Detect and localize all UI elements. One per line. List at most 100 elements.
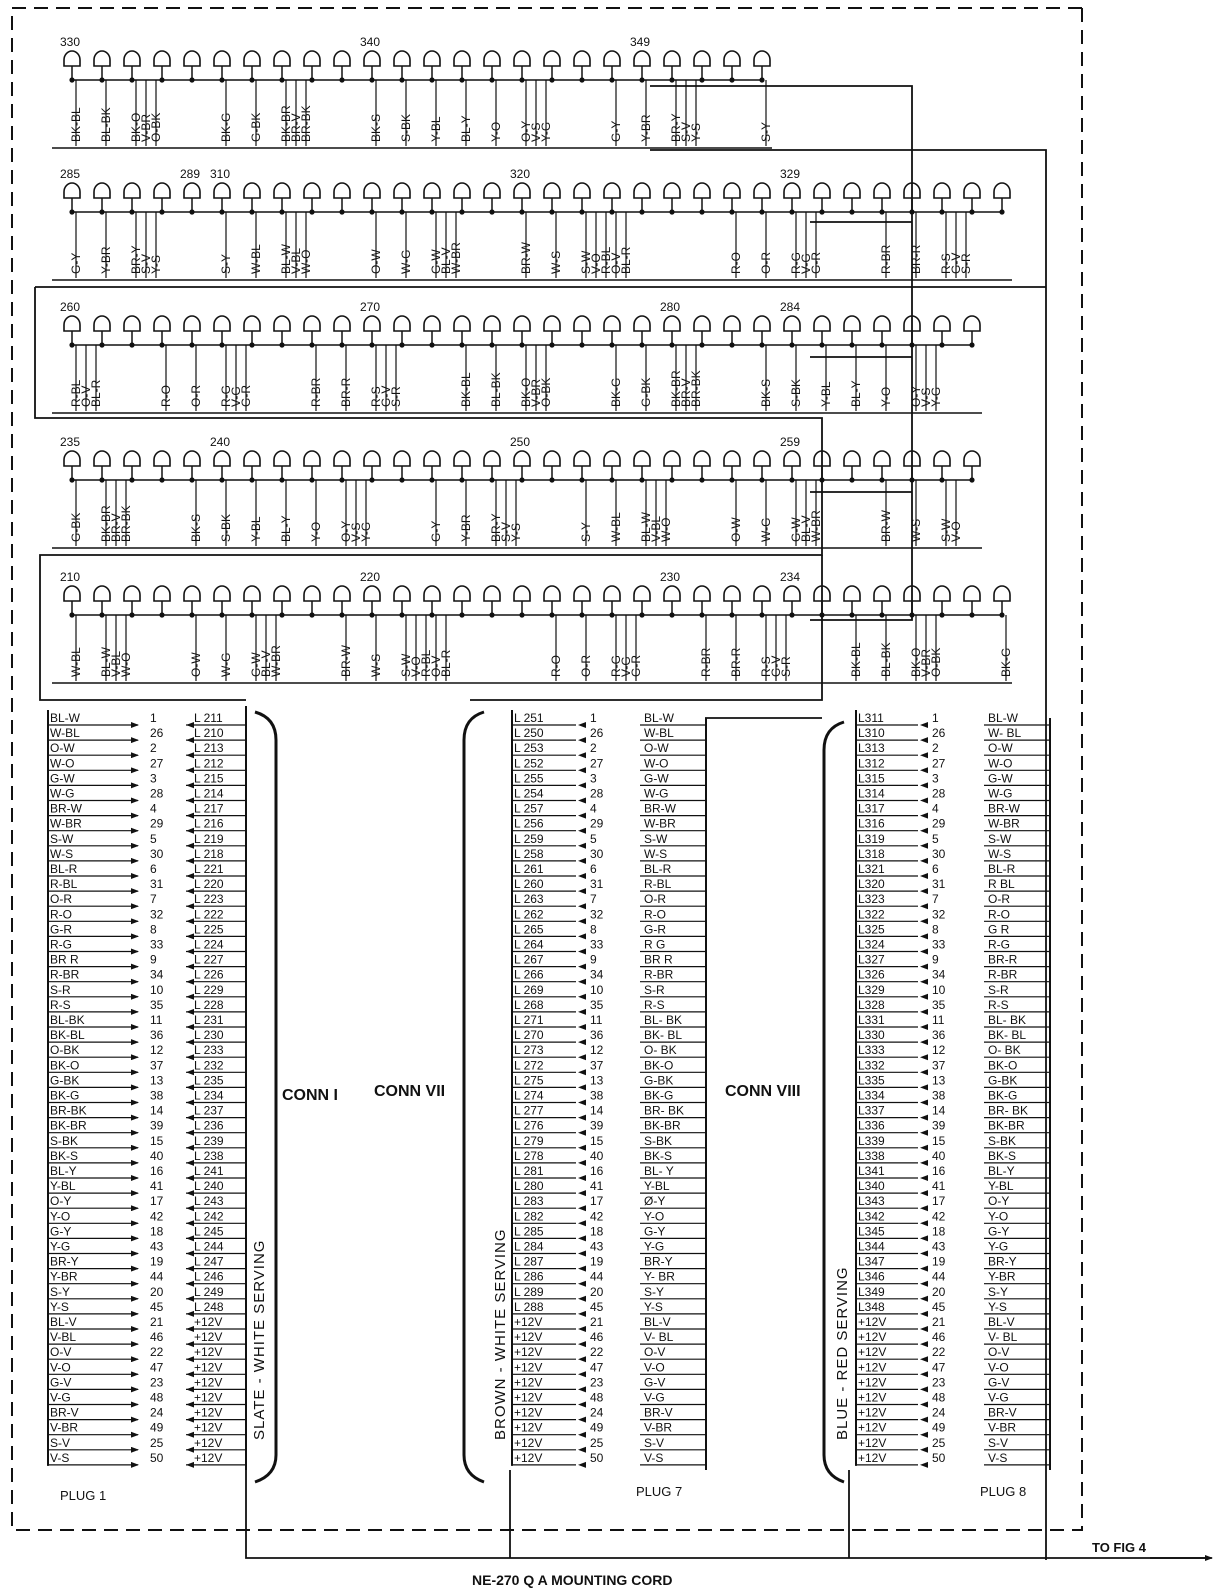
plug7-lead: L 273 — [514, 1043, 544, 1057]
terminal-lug — [843, 315, 861, 332]
pin-arrow — [186, 1356, 194, 1363]
terminal-lug — [153, 182, 171, 199]
plug1-lead: L 237 — [194, 1104, 224, 1118]
plug7-wire: S-BK — [644, 1134, 672, 1148]
plug7-wire: V-O — [644, 1360, 665, 1374]
plug8-lead: L323 — [858, 892, 885, 906]
plug7-pin: 4 — [590, 802, 597, 816]
pin-arrow — [920, 1024, 928, 1030]
plug1-lead: L 211 — [194, 711, 223, 725]
terminal-lug — [213, 450, 231, 467]
pin-arrow — [186, 1371, 194, 1378]
pin-arrow — [920, 1190, 928, 1197]
terminal-lug — [303, 182, 321, 199]
plug8-pin: 36 — [932, 1028, 946, 1042]
plug7-wire: W-BR — [644, 817, 676, 831]
plug8-wire: G R — [988, 922, 1010, 936]
terminal-lug — [663, 182, 681, 199]
wire-color-label: O-V — [429, 656, 443, 677]
plug7-pin: 30 — [590, 847, 604, 861]
pin-arrow — [578, 1446, 586, 1453]
plug1-pin: 1 — [150, 711, 157, 725]
plug1-lead: L 213 — [194, 741, 224, 755]
plug7-wire: W-G — [644, 787, 668, 801]
pin-arrow — [578, 1386, 586, 1393]
wire-color-label: BR-BK — [299, 105, 313, 142]
terminal-lug — [243, 182, 261, 199]
plug8-pin: 32 — [932, 907, 946, 921]
plug7-lead: L 284 — [514, 1240, 544, 1254]
wire-color-label: Y-S — [149, 255, 163, 274]
plug8-lead: L326 — [858, 968, 885, 982]
plug7-wire: W-BL — [644, 726, 674, 740]
plug8-lead: L327 — [858, 953, 885, 967]
terminal-lug — [273, 315, 291, 332]
wire-color-label: V-BR — [139, 114, 153, 142]
plug8-wire: O- BK — [988, 1043, 1021, 1057]
plug1-pin: 39 — [150, 1119, 164, 1133]
wire-color-label: BR-BK — [689, 370, 703, 407]
terminal-lug — [243, 50, 261, 67]
pin-arrow — [186, 1416, 194, 1423]
plug8-lead: L337 — [858, 1104, 885, 1118]
pin-arrow — [578, 1144, 586, 1151]
pin-arrow — [920, 948, 928, 955]
plug1-pin: 45 — [150, 1300, 164, 1314]
plug8-pin: 6 — [932, 862, 939, 876]
plug1-wire: G-V — [50, 1375, 71, 1389]
plug1-wire: R-S — [50, 998, 71, 1012]
plug8-pin: 19 — [932, 1255, 946, 1269]
terminal-lug — [453, 585, 471, 602]
terminal-lug — [753, 50, 771, 67]
terminal-lug — [873, 585, 891, 602]
terminal-number: 285 — [60, 167, 80, 181]
terminal-lug — [183, 585, 201, 602]
plug1-pin: 19 — [150, 1255, 164, 1269]
wire-color-label: V-BL — [649, 516, 663, 542]
plug8-wire: R-O — [988, 907, 1010, 921]
terminal-lug — [843, 182, 861, 199]
wire-color-label: Y-G — [359, 522, 373, 542]
plug1-wire: R-O — [50, 907, 72, 921]
plug7-wire: G-W — [644, 771, 669, 785]
wire-color-label: BK-G — [999, 648, 1013, 677]
terminal-lug — [633, 450, 651, 467]
wire-color-label: BL-BK — [489, 372, 503, 407]
wire-color-label: O-W — [729, 517, 743, 542]
plug7-pin: 40 — [590, 1149, 604, 1163]
wire-color-label: BL-Y — [459, 115, 473, 142]
pin-arrow — [920, 1386, 928, 1393]
plug7-wire: V- BL — [644, 1330, 674, 1344]
terminal-number: 340 — [360, 35, 380, 49]
wire-color-label: BL-V — [439, 247, 453, 274]
wire-color-label: G-V — [769, 656, 783, 677]
plug8-wire: BR-V — [988, 1406, 1017, 1420]
pin-arrow — [578, 1069, 586, 1076]
plug7-serving-label: BROWN - WHITE SERVING — [492, 1228, 509, 1440]
plug1-lead: L 229 — [194, 983, 224, 997]
wire-color-label: BR-Y — [489, 513, 503, 542]
plug1-lead: +12V — [194, 1345, 222, 1359]
plug1-label: PLUG 1 — [60, 1488, 106, 1503]
plug7-pin: 24 — [590, 1406, 604, 1420]
terminal-lug — [603, 450, 621, 467]
plug1-lead: L 242 — [194, 1209, 224, 1223]
terminal-lug — [363, 315, 381, 332]
plug1-lead: +12V — [194, 1330, 222, 1344]
pin-arrow — [920, 1039, 928, 1046]
wire-color-label: W-O — [659, 518, 673, 542]
plug7-wire: W-S — [644, 847, 667, 861]
plug7-wire: S-W — [644, 832, 668, 846]
plug7-wire: BR-V — [644, 1406, 673, 1420]
pin-arrow — [920, 1114, 928, 1121]
wire-color-label: O-V — [79, 386, 93, 407]
plug1-lead: L 232 — [194, 1058, 224, 1072]
wire-color-label: R-O — [549, 655, 563, 677]
plug7-pin: 7 — [590, 892, 597, 906]
pin-arrow — [578, 1341, 586, 1348]
plug8-label: PLUG 8 — [980, 1484, 1026, 1499]
plug7-pin: 11 — [590, 1013, 603, 1027]
plug1-pin: 14 — [150, 1104, 164, 1118]
wire-color-label: BK-O — [519, 378, 533, 407]
